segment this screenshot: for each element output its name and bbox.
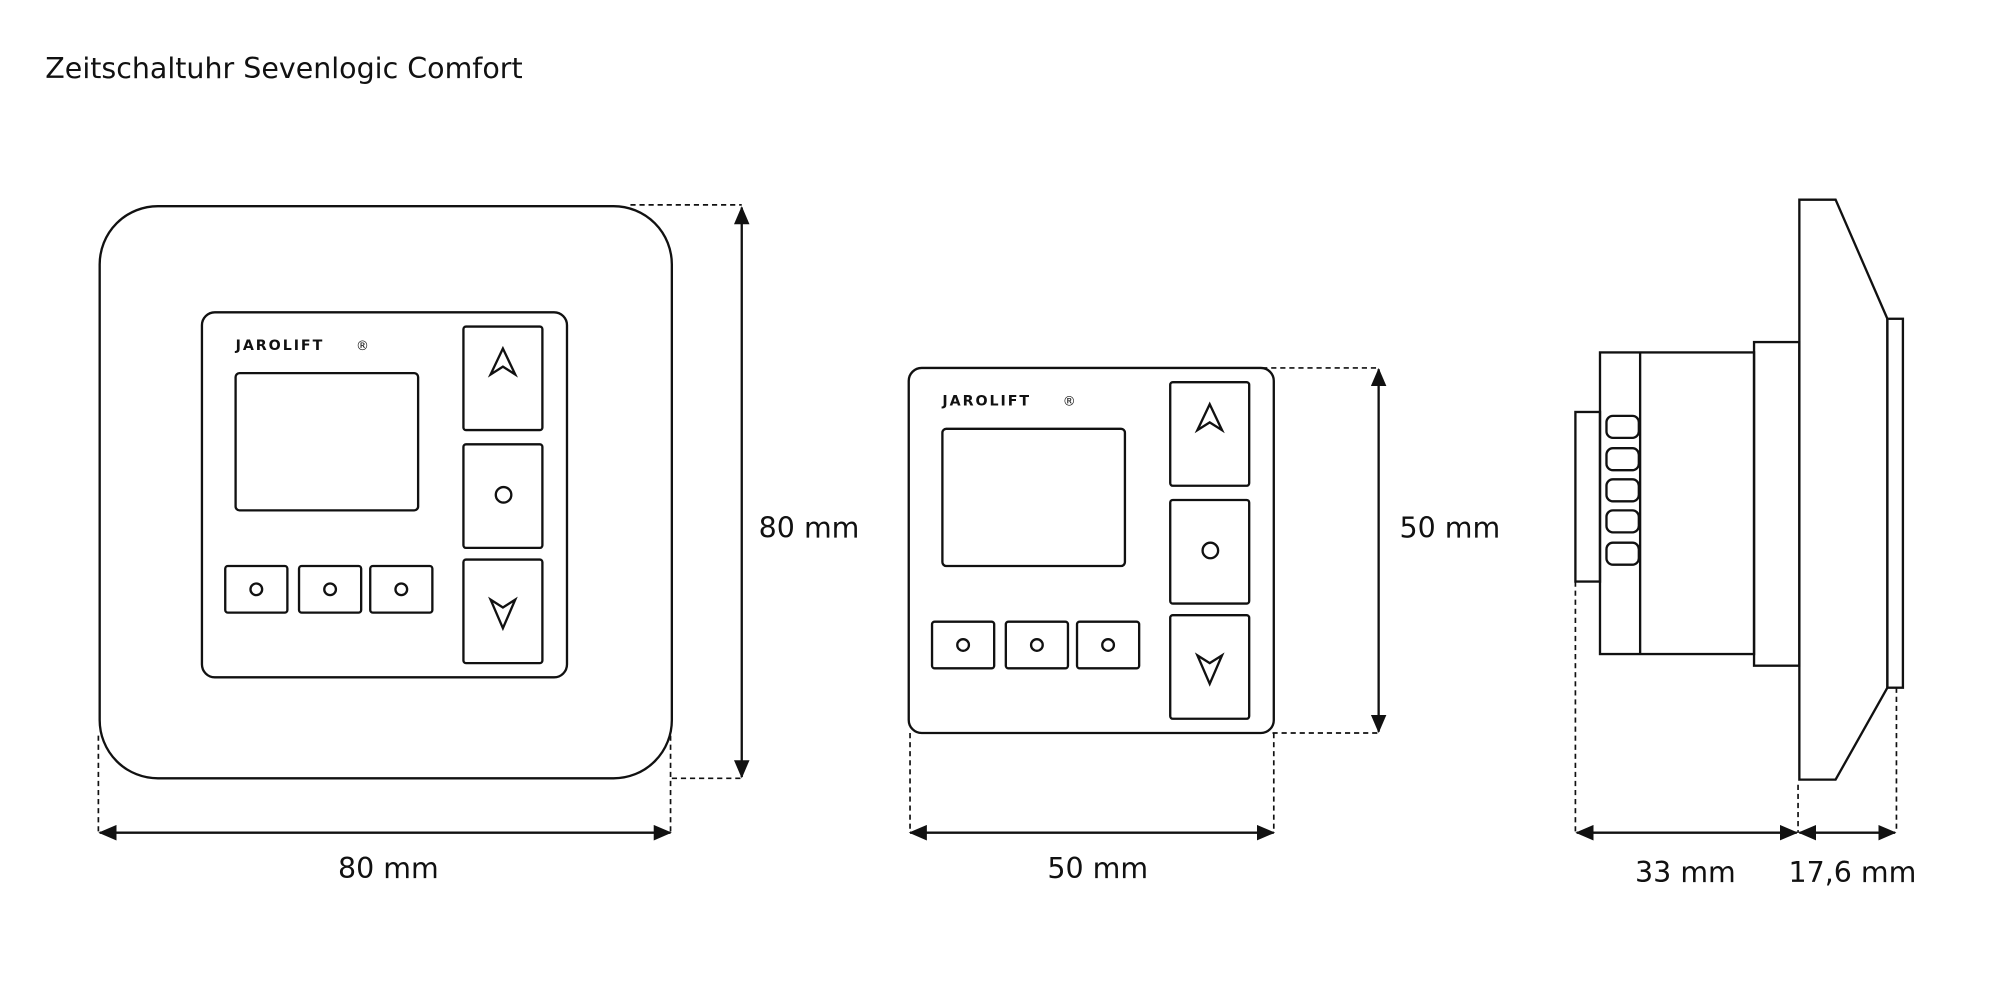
housing xyxy=(1598,351,1756,656)
brand-logo: JAROLIFT xyxy=(941,394,1031,410)
face-plate xyxy=(1886,317,1905,689)
timer-module: JAROLIFT ® xyxy=(200,311,569,679)
brand-logo: JAROLIFT xyxy=(235,338,325,354)
terminal-slots xyxy=(1605,414,1640,566)
depth-label: 33 mm xyxy=(1635,856,1736,889)
registered-mark: ® xyxy=(356,339,371,354)
frame-height-label: 80 mm xyxy=(759,512,860,545)
side-view: 33 mm 17,6 mm xyxy=(1574,198,1916,889)
module-height-label: 50 mm xyxy=(1399,512,1500,545)
drawing-title: Zeitschaltuhr Sevenlogic Comfort xyxy=(45,52,522,85)
frame-width-label: 80 mm xyxy=(338,852,439,885)
frame-outline xyxy=(98,204,674,780)
front-depth-label: 17,6 mm xyxy=(1788,856,1916,889)
front-view-with-frame: JAROLIFT ® 80 mm 80 mm xyxy=(97,204,860,885)
registered-mark: ® xyxy=(1063,395,1078,410)
front-view-module: JAROLIFT ® 50 mm 50 mm xyxy=(907,366,1500,885)
connector xyxy=(1574,410,1602,583)
front-plate xyxy=(1798,198,1889,781)
timer-module: JAROLIFT ® xyxy=(907,366,1275,735)
module-width-label: 50 mm xyxy=(1047,852,1148,885)
